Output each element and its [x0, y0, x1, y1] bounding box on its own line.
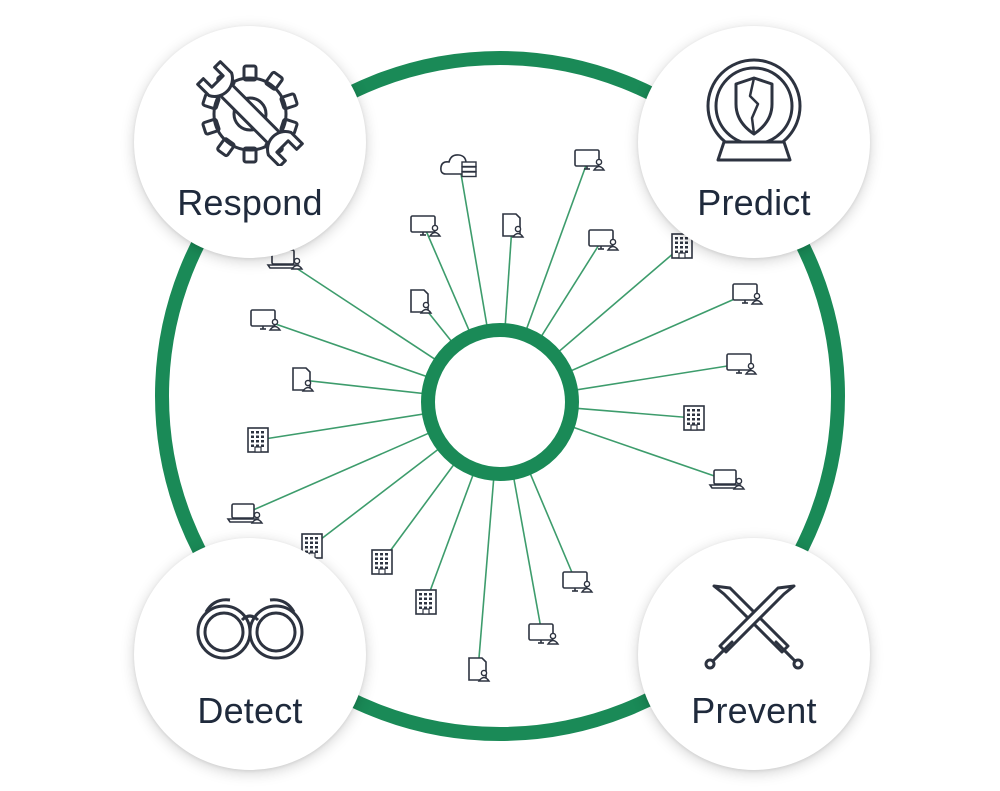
detect-label: Detect: [197, 690, 303, 731]
monitor-user-icon: [588, 229, 620, 251]
predict-quadrant: Predict: [638, 26, 870, 258]
monitor-user-icon: [732, 283, 764, 305]
monitor-user-icon: [410, 215, 442, 237]
outer-ring: [155, 51, 845, 741]
laptop-user-icon: [226, 503, 264, 524]
building-icon: [683, 405, 705, 431]
monitor-user-icon: [562, 571, 594, 593]
document-user-icon: [468, 657, 491, 682]
prevent-label: Prevent: [691, 690, 817, 731]
document-user-icon: [410, 289, 433, 314]
document-user-icon: [292, 367, 315, 392]
building-icon: [247, 427, 269, 453]
monitor-user-icon: [726, 353, 758, 375]
prevent-quadrant: Prevent: [638, 538, 870, 770]
monitor-user-icon: [574, 149, 606, 171]
building-icon: [371, 549, 393, 575]
monitor-user-icon: [528, 623, 560, 645]
central-hub-ring: [421, 323, 579, 481]
building-icon: [415, 589, 437, 615]
building-icon: [671, 233, 693, 259]
document-user-icon: [502, 213, 525, 238]
laptop-user-icon: [708, 469, 746, 490]
respond-label: Respond: [177, 182, 323, 223]
detect-quadrant: Detect: [134, 538, 366, 770]
monitor-user-icon: [250, 309, 282, 331]
endpoint-nodes: [226, 149, 764, 682]
predict-label: Predict: [697, 182, 811, 223]
respond-quadrant: Respond: [134, 26, 366, 258]
cloud-server-icon: [440, 154, 477, 178]
